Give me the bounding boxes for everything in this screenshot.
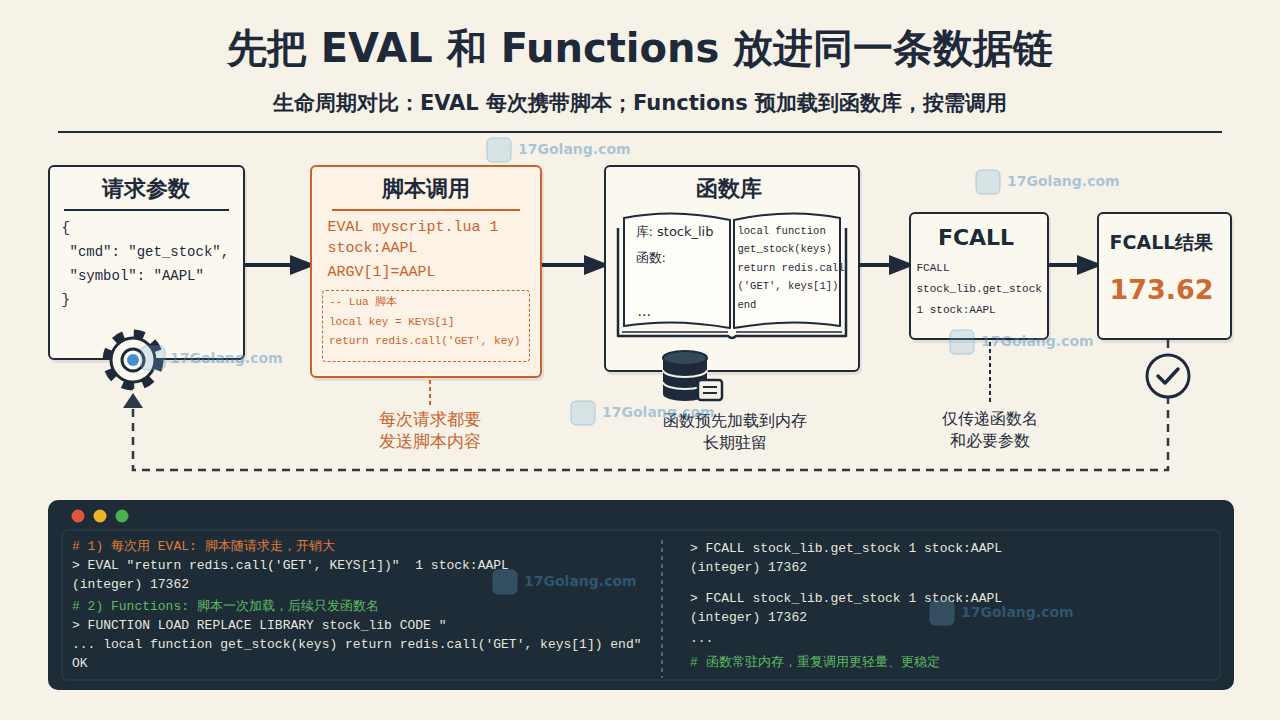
database-bottom <box>663 387 707 401</box>
result-box: FCALL结果 173.62 <box>1097 212 1232 340</box>
code-line: EVAL myscript.lua 1 stock:AAPL <box>328 217 510 259</box>
function-library-box: get_stock库: stock_lib函数:...local functio… <box>604 165 860 372</box>
window-dot <box>72 510 85 523</box>
server-icon <box>698 380 722 400</box>
code-block: local function get_stock(keys) return re… <box>738 222 846 315</box>
server-lines <box>703 387 717 393</box>
terminal-line: # 1) 每次用 EVAL: 脚本随请求走，开销大 <box>72 538 335 555</box>
flow-arrow <box>1049 263 1097 267</box>
annotation: 函数预先加载到内存 长期驻留 <box>660 410 810 454</box>
terminal-line: (integer) 17362 <box>72 576 189 593</box>
code-line: "symbol": "AAPL" <box>70 267 204 285</box>
terminal-line: OK <box>72 655 88 672</box>
code-line: "cmd": "get_stock", <box>70 243 230 261</box>
leader-line <box>429 380 431 405</box>
terminal-line: # 2) Functions: 脚本一次加载，后续只发函数名 <box>72 598 379 615</box>
box-heading: 请求参数 <box>64 175 229 212</box>
code-line: -- Lua 脚本 <box>329 295 397 309</box>
watermark-icon <box>950 330 974 354</box>
terminal-line: ... local function get_stock(keys) retur… <box>72 636 642 653</box>
lua-script-box: -- Lua 脚本 local key = KEYS[1] return redis… <box>322 290 530 362</box>
watermark: 17Golang.com <box>1007 172 1120 190</box>
watermark-icon <box>141 346 165 370</box>
watermark-icon <box>571 401 595 425</box>
terminal-line: > FCALL stock_lib.get_stock 1 stock:AAPL <box>690 540 1002 557</box>
fcall-box: FCALL FCALL stock_lib.get_stock 1 stock:A… <box>909 212 1049 340</box>
diagram-title: 先把 EVAL 和 Functions 放进同一条数据链 <box>0 22 1280 74</box>
watermark: 17Golang.com <box>602 403 715 421</box>
window-dot <box>94 510 107 523</box>
gear-body <box>111 338 155 382</box>
gear-hub <box>122 349 144 371</box>
box-heading: FCALL结果 <box>1097 230 1227 255</box>
check-mark <box>1158 369 1178 383</box>
terminal-panel: # 1) 每次用 EVAL: 脚本随请求走，开销大 > EVAL "return … <box>48 500 1234 690</box>
watermark-icons <box>141 138 1000 625</box>
flow-arrow <box>245 263 310 267</box>
code-block: FCALL stock_lib.get_stock 1 stock:AAPL <box>917 258 1045 321</box>
terminal-line: ... <box>690 630 713 647</box>
terminal-line: (integer) 17362 <box>690 559 807 576</box>
code-line: } <box>62 291 70 309</box>
subtitle: 生命周期对比：EVAL 每次携带脚本；Functions 预加载到函数库，按需调… <box>0 90 1280 117</box>
annotation: 每次请求都要 发送脚本内容 <box>374 408 486 452</box>
watermark-icon <box>493 570 517 594</box>
watermark-icon <box>930 601 954 625</box>
terminal-line: > EVAL "return redis.call('GET', KEYS[1]… <box>72 557 509 574</box>
terminal-line: > FCALL stock_lib.get_stock 1 stock:AAPL <box>690 590 1002 607</box>
code-line: ARGV[1]=AAPL <box>328 263 436 283</box>
leader-line <box>989 342 991 403</box>
gear-core <box>127 354 139 366</box>
return-arrow <box>133 340 1168 470</box>
check-circle <box>1147 355 1189 397</box>
input-box: 请求参数 {"cmd": "get_stock", "symbol": "AAPL"… <box>48 165 245 360</box>
flow-arrow <box>542 263 604 267</box>
database-icon <box>663 351 722 401</box>
code-line: local key = KEYS[1] <box>329 315 454 329</box>
code-line: return redis.call('GET', key) <box>329 334 520 348</box>
window-dot <box>116 510 129 523</box>
title-rule <box>58 131 1222 133</box>
book-page <box>624 213 730 328</box>
database-top <box>663 351 707 365</box>
result-value: 173.62 <box>1097 272 1227 307</box>
gear-teeth <box>107 334 159 386</box>
box-heading: 函数库 <box>604 175 855 204</box>
annotation: 仅传递函数名 和必要参数 <box>939 408 1041 452</box>
watermark: 17Golang.com <box>518 140 631 158</box>
box-heading: 脚本调用 <box>332 175 520 212</box>
open-book: get_stock库: stock_lib函数:...local functio… <box>614 206 850 340</box>
book-text: ... <box>638 302 651 320</box>
book-text: 函数: <box>636 250 666 267</box>
gear-icon <box>107 334 159 386</box>
terminal-line: (integer) 17362 <box>690 609 807 626</box>
database-body <box>663 358 707 394</box>
check-icon <box>1147 355 1189 397</box>
return-arrow-head <box>123 393 143 408</box>
terminal-line: # 函数常驻内存，重复调用更轻量、更稳定 <box>690 654 940 671</box>
column-divider <box>661 540 663 678</box>
box-heading: FCALL <box>909 224 1044 253</box>
book-text: 库: stock_lib <box>636 224 714 241</box>
terminal-line: > FUNCTION LOAD REPLACE LIBRARY stock_li… <box>72 617 446 634</box>
code-line: { <box>62 219 70 237</box>
watermark-icon <box>487 138 511 162</box>
script-call-box: -- Lua 脚本 local key = KEYS[1] return redis… <box>310 165 542 378</box>
page-edge <box>622 331 842 333</box>
database-rings <box>663 370 707 389</box>
terminal-panel <box>62 530 1220 680</box>
flow-arrow <box>860 263 909 267</box>
watermark-icon <box>976 170 1000 194</box>
